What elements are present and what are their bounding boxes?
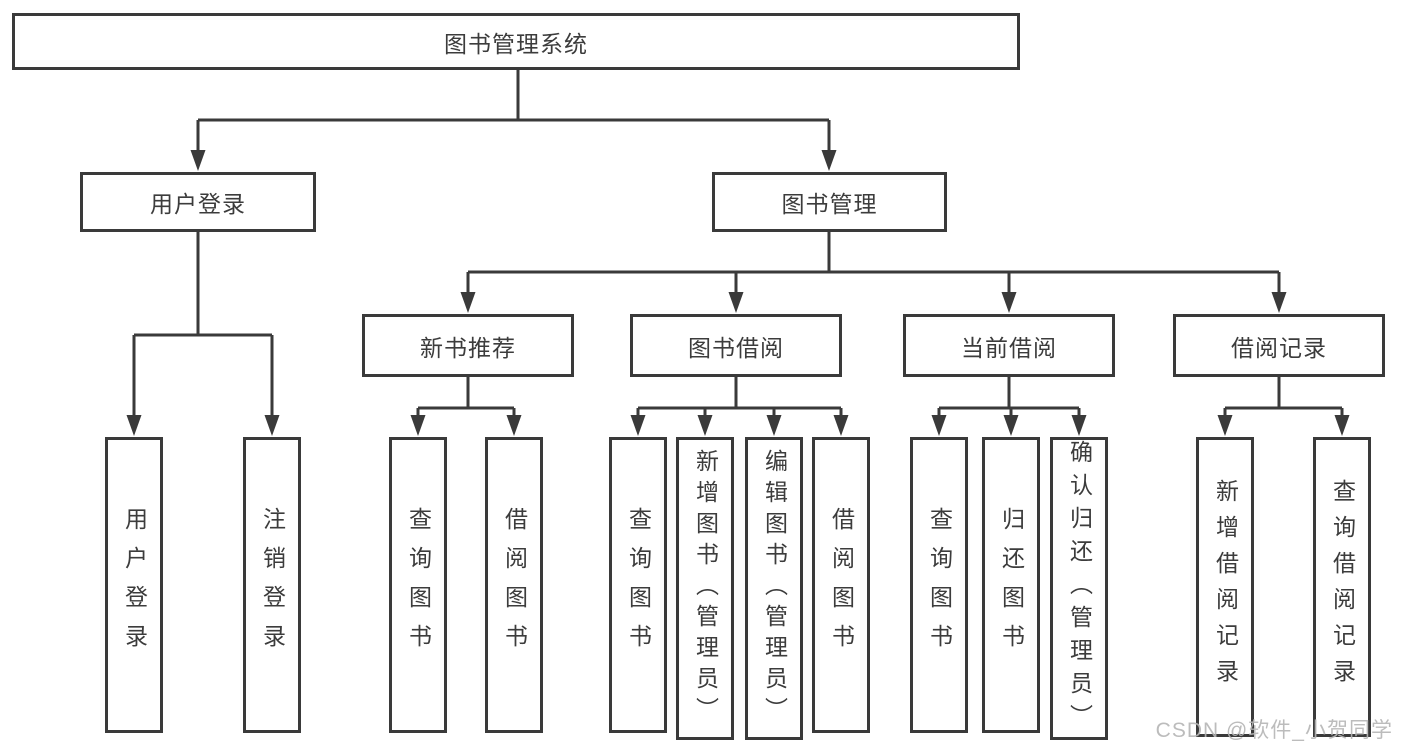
node-add-borrow-record: 新增借阅记录 — [1196, 437, 1254, 737]
node-borrow-books-action: 借阅图书 — [812, 437, 870, 733]
node-label: 新增借阅记录 — [1212, 479, 1239, 695]
node-user-login: 用户登录 — [80, 172, 316, 232]
node-query-books-recommend: 查询图书 — [389, 437, 447, 733]
node-query-books-current: 查询图书 — [910, 437, 968, 733]
node-query-borrow-record: 查询借阅记录 — [1313, 437, 1371, 737]
node-borrow-records: 借阅记录 — [1173, 314, 1385, 377]
node-label: 查询图书 — [625, 507, 652, 663]
node-add-book-admin: 新增图书（管理员） — [676, 437, 734, 740]
node-label: 查询借阅记录 — [1329, 479, 1356, 695]
node-library-system: 图书管理系统 — [12, 13, 1020, 70]
node-label: 确认归还（管理员） — [1066, 440, 1093, 737]
node-label: 查询图书 — [926, 507, 953, 663]
node-logout: 注销登录 — [243, 437, 301, 733]
node-label: 用户登录 — [121, 507, 148, 663]
node-return-book: 归还图书 — [982, 437, 1040, 733]
node-query-books-borrow: 查询图书 — [609, 437, 667, 733]
node-new-book-recommend: 新书推荐 — [362, 314, 574, 377]
node-label: 借阅图书 — [501, 507, 528, 663]
node-label: 注销登录 — [259, 507, 286, 663]
node-label: 借阅图书 — [828, 507, 855, 663]
node-user-login-action: 用户登录 — [105, 437, 163, 733]
node-book-management: 图书管理 — [712, 172, 947, 232]
node-label: 新增图书（管理员） — [692, 449, 719, 728]
node-current-borrow: 当前借阅 — [903, 314, 1115, 377]
node-borrow-books-recommend: 借阅图书 — [485, 437, 543, 733]
node-label: 编辑图书（管理员） — [761, 449, 788, 728]
node-label: 归还图书 — [998, 507, 1025, 663]
node-confirm-return-admin: 确认归还（管理员） — [1050, 437, 1108, 740]
node-edit-book-admin: 编辑图书（管理员） — [745, 437, 803, 740]
node-book-borrow: 图书借阅 — [630, 314, 842, 377]
watermark-text: CSDN @软件_小贺同学 — [1155, 719, 1393, 742]
node-label: 查询图书 — [405, 507, 432, 663]
